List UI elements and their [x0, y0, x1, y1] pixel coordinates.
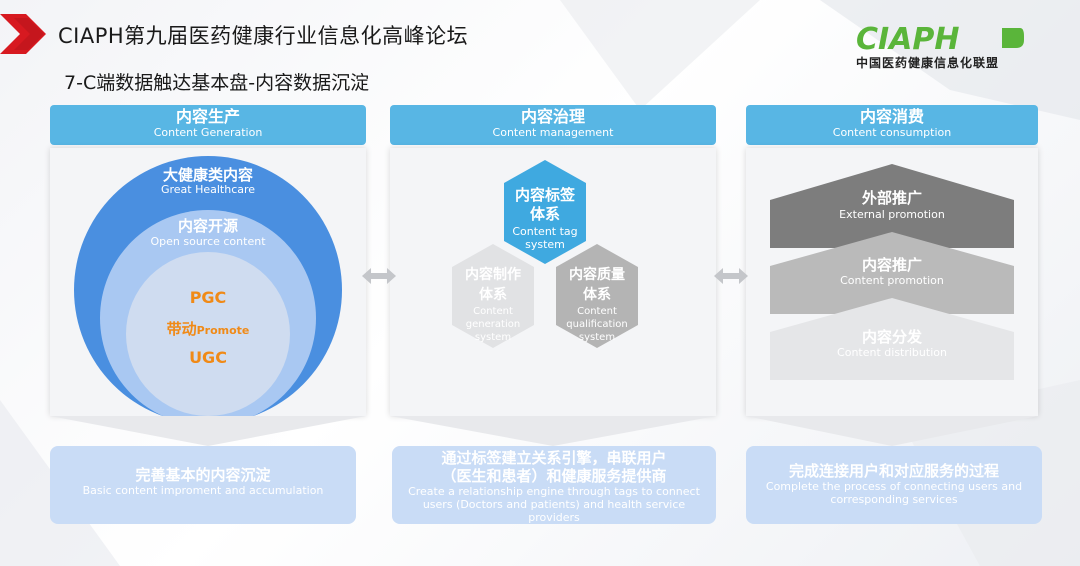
inner-circle: [126, 252, 290, 416]
column-title: 内容治理: [520, 107, 585, 126]
page-title: CIAPH第九届医药健康行业信息化高峰论坛: [58, 24, 469, 48]
svg-text:内容制作: 内容制作: [465, 266, 521, 283]
summary-box-generation: 完善基本的内容沉淀 Basic content improment and ac…: [50, 446, 356, 524]
column-subtitle: Content Generation: [153, 126, 263, 139]
summary-title-line1: 通过标签建立关系引擎，串联用户: [441, 449, 667, 467]
summary-title: 完成连接用户和对应服务的过程: [788, 462, 999, 480]
column-header-consumption: 内容消费 Content consumption: [746, 105, 1038, 145]
ciaph-logo: CIAPH: [856, 22, 1024, 57]
chevron-external-promotion: [770, 164, 1014, 248]
svg-text:system: system: [475, 332, 511, 343]
summary-text: Basic content improment and accumulation: [82, 484, 324, 497]
logo-text: CIAPH: [856, 22, 960, 57]
hexagon-generation-system: [452, 244, 534, 348]
svg-text:内容推广: 内容推广: [862, 256, 922, 274]
svg-text:External promotion: External promotion: [839, 208, 945, 221]
summary-box-management: 通过标签建立关系引擎，串联用户 （医生和患者）和健康服务提供商 Create a…: [392, 446, 716, 524]
summary-box-consumption: 完成连接用户和对应服务的过程 Complete the process of c…: [746, 446, 1042, 524]
hexagon-qualification-system: [556, 244, 638, 348]
promote-zh: 带动: [167, 320, 197, 338]
svg-text:system: system: [525, 238, 565, 251]
column-header-generation: 内容生产 Content Generation: [50, 105, 366, 145]
down-chevron-shape: [746, 416, 1038, 446]
svg-text:Content: Content: [473, 306, 513, 317]
svg-text:内容质量: 内容质量: [569, 266, 625, 283]
svg-text:体系: 体系: [583, 286, 611, 303]
column-title: 内容生产: [175, 107, 240, 126]
column-subtitle: Content management: [492, 126, 614, 139]
down-chevron-shape: [390, 416, 716, 446]
svg-text:qualification: qualification: [566, 319, 627, 330]
pgc-label: PGC: [190, 288, 227, 307]
summary-title-line2: （医生和患者）和健康服务提供商: [441, 467, 667, 485]
management-panel: 内容标签 体系 Content tag system 内容制作 体系 Conte…: [390, 148, 716, 416]
svg-text:Content promotion: Content promotion: [840, 274, 944, 287]
hexagon-tag-system: [504, 160, 586, 264]
svg-text:Content: Content: [577, 306, 617, 317]
ugc-label: UGC: [189, 348, 227, 367]
svg-text:Content tag: Content tag: [512, 225, 577, 238]
svg-text:内容分发: 内容分发: [862, 328, 923, 346]
page-subtitle: 7-C端数据触达基本盘-内容数据沉淀: [64, 72, 370, 94]
outer-circle-title: 大健康类内容: [163, 166, 253, 184]
chevron-content-promotion: [770, 232, 1014, 314]
column-title: 内容消费: [859, 107, 924, 126]
svg-text:Content distribution: Content distribution: [837, 346, 947, 359]
chevron-content-distribution: [770, 298, 1014, 380]
double-arrow-icon: [362, 268, 396, 284]
logo-subtext: 中国医药健康信息化联盟: [856, 56, 1000, 70]
outer-circle-subtitle: Great Healthcare: [161, 183, 255, 196]
svg-text:体系: 体系: [530, 205, 560, 223]
summary-title: 完善基本的内容沉淀: [135, 466, 271, 484]
summary-text: Complete the process of connecting users…: [765, 480, 1023, 506]
consumption-panel: 外部推广 External promotion 内容推广 Content pro…: [746, 148, 1038, 416]
header-arrow-icon: [0, 14, 46, 54]
generation-panel: 大健康类内容 Great Healthcare 内容开源 Open source…: [50, 148, 366, 416]
svg-text:带动Promote: 带动Promote: [167, 320, 250, 338]
down-chevron-shape: [50, 416, 366, 446]
column-subtitle: Content consumption: [832, 126, 952, 139]
middle-circle-subtitle: Open source content: [150, 235, 266, 248]
svg-text:外部推广: 外部推广: [861, 189, 922, 207]
column-header-management: 内容治理 Content management: [390, 105, 716, 145]
promote-en: Promote: [197, 324, 250, 337]
double-arrow-icon: [714, 268, 748, 284]
svg-text:内容标签: 内容标签: [515, 186, 576, 204]
svg-text:system: system: [579, 332, 615, 343]
svg-text:体系: 体系: [479, 286, 507, 303]
summary-text: Create a relationship engine through tag…: [408, 485, 700, 524]
svg-text:generation: generation: [466, 319, 520, 330]
middle-circle-title: 内容开源: [178, 217, 238, 235]
